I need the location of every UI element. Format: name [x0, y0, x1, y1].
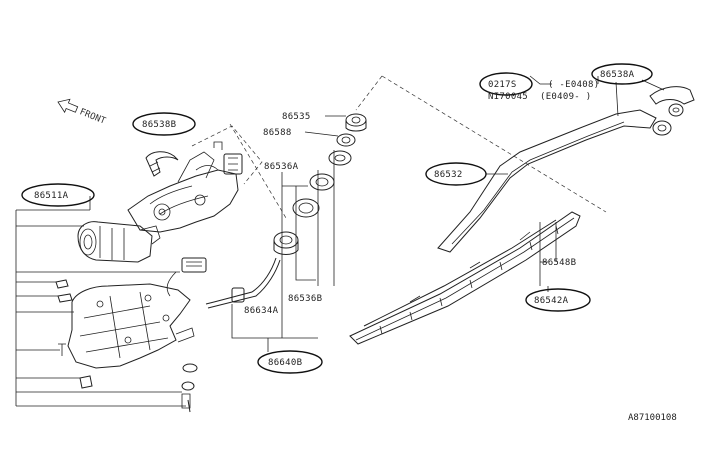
callout-motor-cover: 86538B [142, 120, 176, 130]
hardware-bolts [55, 279, 198, 413]
callout-washer-a: 86536A [264, 162, 299, 172]
wiper-motor [77, 221, 161, 263]
wiper-arm [437, 86, 695, 253]
callout-kit: 86640B [268, 358, 302, 368]
callout-hose: 86634A [244, 306, 279, 316]
motor-guide-dash [191, 125, 263, 185]
motor-cover-part [145, 151, 179, 177]
motor-connector [213, 141, 243, 175]
front-direction-arrow: FRONT [57, 98, 107, 127]
callout-motor: 86511A [34, 191, 69, 201]
callout-oval-arm-cap [591, 63, 653, 85]
center-leaders [231, 115, 346, 352]
callout-oval-motor-cover [132, 112, 196, 136]
callout-oval-kit [257, 350, 323, 374]
mounting-plate [67, 283, 195, 369]
motor-callout-bracket [15, 196, 186, 407]
callout-cap: 86588 [263, 128, 292, 138]
washer-hose [205, 257, 281, 309]
motor-bracket [127, 151, 239, 233]
right-leaders [486, 75, 665, 292]
variant-code-a: 0217S [488, 80, 517, 90]
front-label: FRONT [78, 107, 107, 127]
callout-oval-blade [525, 288, 591, 312]
center-guide-dash [229, 75, 607, 219]
callout-nut: 86535 [282, 112, 311, 122]
callout-arm-cap: 86538A [600, 70, 635, 80]
figure-code: A87100108 [628, 413, 677, 423]
callout-oval-arm [425, 162, 487, 186]
motor-plug [166, 257, 207, 297]
callout-arm: 86532 [434, 170, 463, 180]
callout-oval-motor [21, 183, 95, 207]
callout-washer-b: 86536B [288, 294, 322, 304]
washer-stack [273, 113, 367, 255]
variant-code-b: NI70045 [488, 92, 528, 102]
callout-blade-rubber: 86548B [542, 258, 576, 268]
callout-oval-variant [479, 72, 533, 96]
variant-range-a: ( -E0408) [548, 80, 599, 90]
wiper-blade [349, 211, 581, 345]
variant-range-b: (E0409- ) [540, 92, 591, 102]
callout-blade: 86542A [534, 296, 569, 306]
